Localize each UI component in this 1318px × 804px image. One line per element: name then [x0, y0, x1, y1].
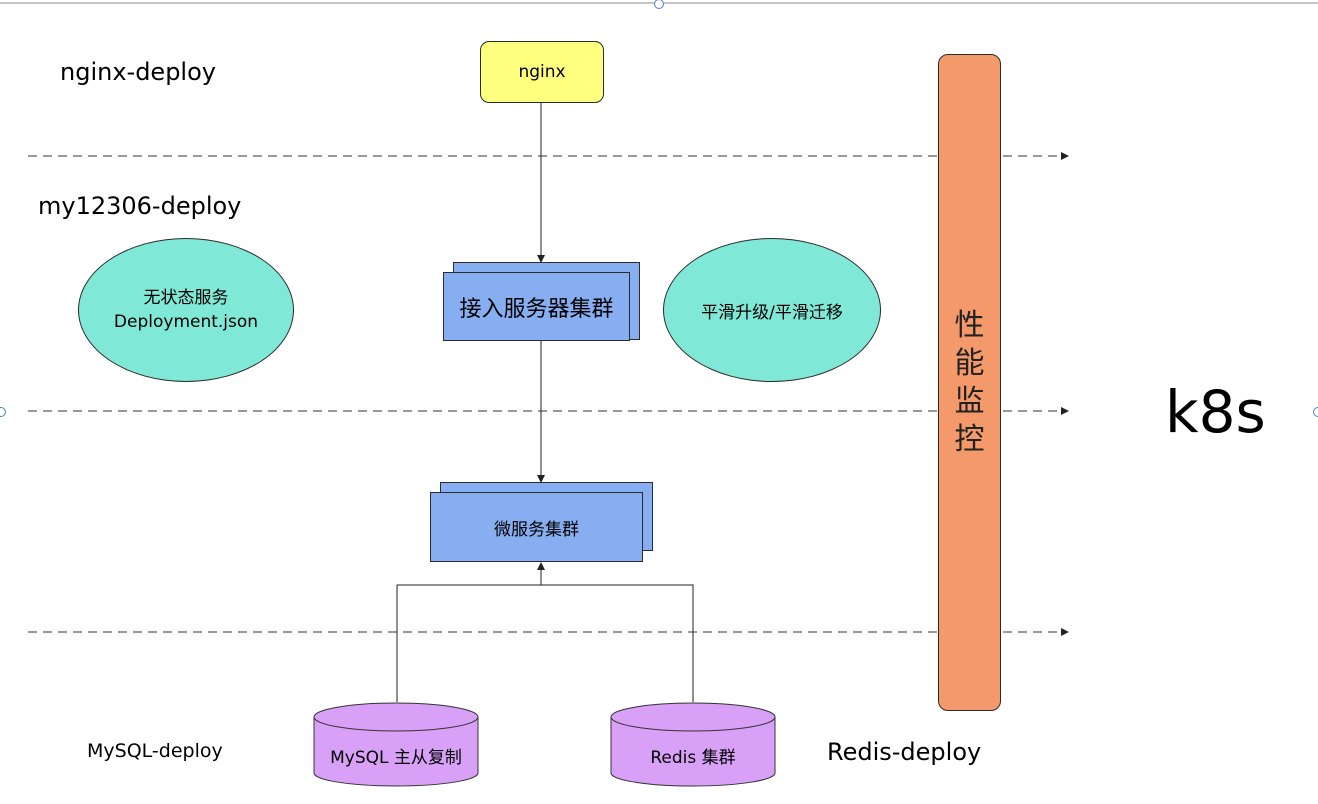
stateless-line1: 无状态服务	[143, 288, 229, 308]
monitor-char-1: 性	[954, 307, 985, 343]
redis-label: Redis 集群	[650, 747, 736, 768]
k8s-label: k8s	[1165, 378, 1266, 446]
db-connector	[396, 584, 694, 702]
my12306-deploy-label: my12306-deploy	[38, 192, 242, 220]
nginx-node[interactable]: nginx	[480, 41, 604, 103]
mysql-deploy-label: MySQL-deploy	[87, 740, 223, 762]
monitor-char-2: 能	[954, 345, 985, 381]
selection-handle-top[interactable]	[654, 0, 664, 9]
redis-deploy-label: Redis-deploy	[827, 738, 982, 766]
micro-cluster-node[interactable]: 微服务集群	[430, 492, 643, 562]
mysql-node[interactable]: MySQL 主从复制	[314, 733, 478, 777]
stateless-service-ellipse[interactable]: 无状态服务 Deployment.json	[78, 238, 294, 382]
micro-cluster-label: 微服务集群	[494, 519, 579, 540]
redis-node[interactable]: Redis 集群	[611, 733, 775, 777]
monitor-char-3: 监	[954, 383, 985, 419]
selection-handle-right[interactable]	[1313, 407, 1318, 417]
access-cluster-label: 接入服务器集群	[459, 296, 614, 322]
performance-monitor-bar[interactable]: 性 能 监 控	[938, 54, 1001, 711]
smooth-upgrade-label: 平滑升级/平滑迁移	[701, 302, 843, 323]
selection-handle-left[interactable]	[0, 407, 6, 417]
stateless-line2: Deployment.json	[113, 312, 259, 332]
redis-cylinder	[610, 702, 776, 787]
access-cluster-node[interactable]: 接入服务器集群	[443, 272, 630, 341]
nginx-deploy-label: nginx-deploy	[60, 58, 216, 86]
smooth-upgrade-ellipse[interactable]: 平滑升级/平滑迁移	[663, 238, 881, 382]
nginx-node-label: nginx	[518, 62, 566, 82]
monitor-char-4: 控	[954, 421, 985, 457]
mysql-cylinder	[313, 702, 479, 787]
mysql-label: MySQL 主从复制	[330, 747, 462, 768]
